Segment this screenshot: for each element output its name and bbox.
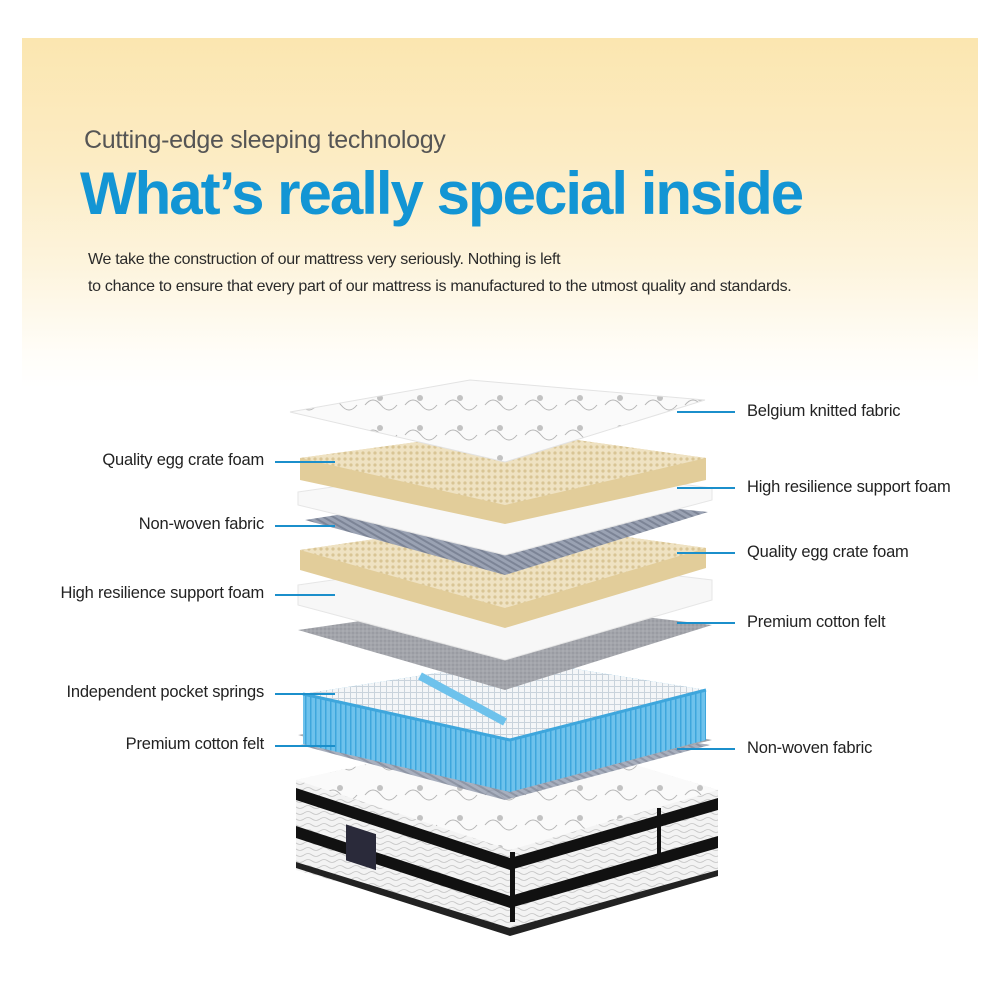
label-left-independent-pocket-springs: Independent pocket springs (66, 683, 264, 701)
label-left-high-resilience-support-foam: High resilience support foam (60, 584, 264, 602)
leader-line (677, 487, 735, 489)
leader-line (275, 594, 335, 596)
leader-line (275, 461, 335, 463)
label-left-premium-cotton-felt: Premium cotton felt (125, 735, 265, 753)
layer-independent-pocket-springs (302, 660, 707, 792)
leader-line (275, 693, 335, 695)
kicker-text: Cutting-edge sleeping technology (84, 126, 446, 154)
header-banner (22, 38, 978, 388)
label-right-high-resilience-support-foam: High resilience support foam (747, 478, 951, 496)
leader-line (677, 748, 735, 750)
label-left-quality-egg-crate-foam: Quality egg crate foam (102, 451, 264, 469)
page-title: What’s really special inside (80, 160, 804, 227)
leader-line (275, 525, 335, 527)
leader-line (677, 552, 735, 554)
label-left-non-woven-fabric: Non-woven fabric (138, 515, 264, 533)
leader-line (677, 622, 735, 624)
leader-line (275, 745, 335, 747)
intro-paragraph: We take the construction of our mattress… (88, 246, 792, 300)
intro-line-2: to chance to ensure that every part of o… (88, 278, 792, 295)
layer-belgium-knitted-fabric (289, 379, 706, 463)
label-right-belgium-knitted-fabric: Belgium knitted fabric (747, 402, 901, 420)
label-right-quality-egg-crate-foam: Quality egg crate foam (747, 543, 909, 561)
label-right-non-woven-fabric: Non-woven fabric (747, 739, 873, 757)
leader-line (677, 411, 735, 413)
layer-quality-egg-crate-foam-top (300, 430, 706, 524)
label-right-premium-cotton-felt: Premium cotton felt (747, 613, 886, 631)
intro-line-1: We take the construction of our mattress… (88, 251, 561, 268)
